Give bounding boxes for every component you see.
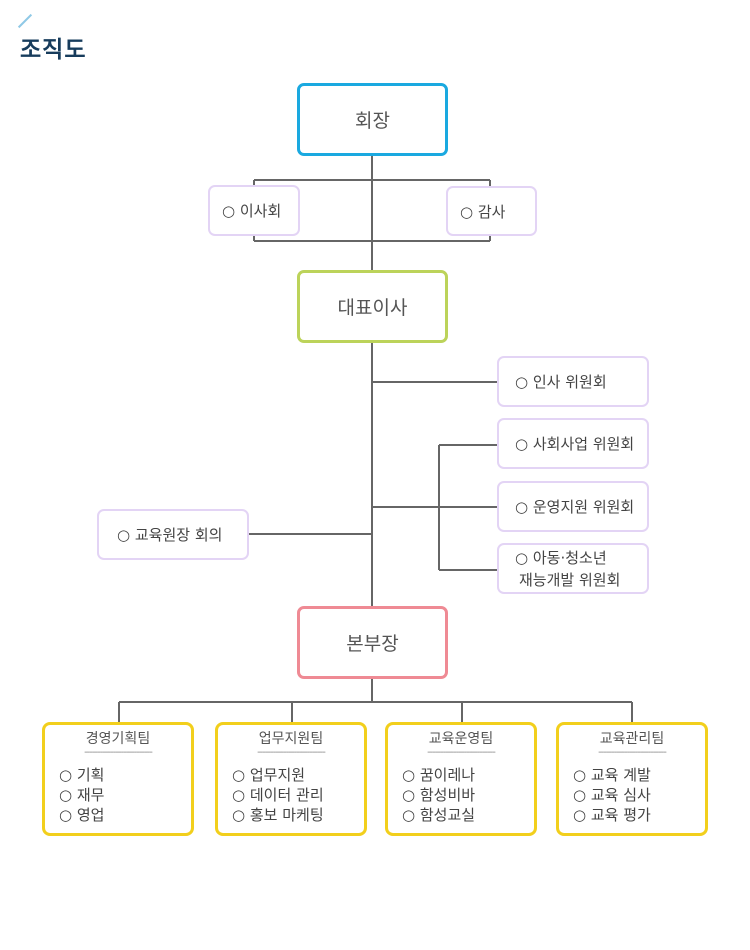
- social-committee-label: ○ 사회사업 위원회: [515, 435, 635, 453]
- team-divider: --------------------------: [598, 749, 667, 757]
- team-duty-item: ○ 데이터 관리: [232, 786, 324, 804]
- team-education-operations: 교육운영팀 -------------------------- ○ 꿈이레나 …: [385, 722, 537, 836]
- principals-meeting-node: ○ 교육원장 회의: [97, 509, 249, 560]
- team-duty-item: ○ 교육 계발: [573, 766, 651, 784]
- ceo-label: 대표이사: [337, 297, 408, 319]
- chairman-label: 회장: [355, 110, 390, 132]
- team-duty-item: ○ 재무: [59, 786, 105, 804]
- team-duty-item: ○ 기획: [59, 766, 105, 784]
- team-duty-item: ○ 홍보 마케팅: [232, 806, 324, 824]
- team-duty-list: ○ 기획 ○ 재무 ○ 영업: [45, 765, 191, 825]
- team-duty-list: ○ 교육 계발 ○ 교육 심사 ○ 교육 평가: [559, 765, 705, 825]
- team-duty-item: ○ 함성교실: [402, 806, 476, 824]
- team-name: 교육운영팀: [428, 731, 494, 747]
- board-node: ○ 이사회: [208, 185, 300, 236]
- hq-director-node: 본부장: [297, 606, 448, 679]
- ops-committee-label: ○ 운영지원 위원회: [515, 498, 635, 516]
- youth-committee-label-line1: ○ 아동·청소년: [515, 548, 607, 567]
- team-name: 업무지원팀: [258, 731, 324, 747]
- team-business-support: 업무지원팀 -------------------------- ○ 업무지원 …: [215, 722, 367, 836]
- page-title: 조직도: [20, 37, 87, 63]
- team-duty-item: ○ 교육 평가: [573, 806, 651, 824]
- team-duty-item: ○ 교육 심사: [573, 786, 651, 804]
- audit-label: ○ 감사: [460, 202, 506, 221]
- team-divider: --------------------------: [84, 749, 153, 757]
- team-divider: --------------------------: [257, 749, 326, 757]
- team-divider: --------------------------: [427, 749, 496, 757]
- social-committee-node: ○ 사회사업 위원회: [497, 418, 649, 469]
- team-duty-item: ○ 함성비바: [402, 786, 476, 804]
- audit-node: ○ 감사: [446, 186, 537, 236]
- youth-committee-label-line2: 재능개발 위원회: [519, 570, 621, 589]
- team-duty-item: ○ 꿈이레나: [402, 766, 476, 784]
- team-name: 교육관리팀: [599, 731, 665, 747]
- ops-committee-node: ○ 운영지원 위원회: [497, 481, 649, 532]
- board-label: ○ 이사회: [222, 202, 282, 220]
- team-name: 경영기획팀: [85, 731, 151, 747]
- team-management-planning: 경영기획팀 -------------------------- ○ 기획 ○ …: [42, 722, 194, 836]
- hq-director-label: 본부장: [346, 633, 399, 655]
- principals-meeting-label: ○ 교육원장 회의: [117, 526, 223, 544]
- hr-committee-node: ○ 인사 위원회: [497, 356, 649, 407]
- team-education-management: 교육관리팀 -------------------------- ○ 교육 계발…: [556, 722, 708, 836]
- hr-committee-label: ○ 인사 위원회: [515, 373, 607, 391]
- team-duty-item: ○ 업무지원: [232, 766, 306, 784]
- team-duty-list: ○ 꿈이레나 ○ 함성비바 ○ 함성교실: [388, 765, 534, 825]
- ceo-node: 대표이사: [297, 270, 448, 343]
- chairman-node: 회장: [297, 83, 448, 156]
- team-duty-item: ○ 영업: [59, 806, 105, 824]
- team-duty-list: ○ 업무지원 ○ 데이터 관리 ○ 홍보 마케팅: [218, 765, 364, 825]
- youth-committee-node: ○ 아동·청소년 재능개발 위원회: [497, 543, 649, 594]
